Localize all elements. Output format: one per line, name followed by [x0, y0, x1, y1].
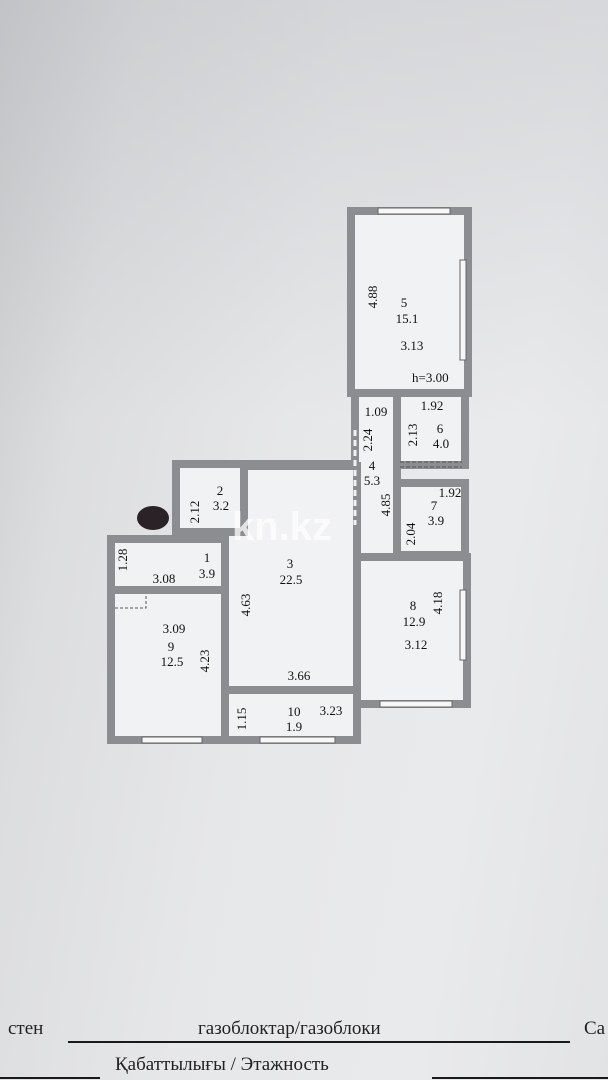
room-number: 6: [437, 421, 444, 436]
room-8: [353, 553, 471, 708]
floors-label: Қабаттылығы / Этажность: [115, 1054, 329, 1075]
dimension: 1.15: [234, 708, 249, 731]
window: [459, 589, 467, 661]
room-area: 12.9: [403, 614, 426, 629]
room-area: 3.9: [199, 566, 215, 581]
room-1: [107, 535, 229, 594]
room-number: 7: [431, 498, 438, 513]
dimension: 2.13: [405, 424, 420, 447]
walls-label: стен: [8, 1018, 44, 1039]
cut-off-text: Са: [584, 1018, 606, 1039]
dimension: 4.23: [197, 650, 212, 673]
room-number: 1: [204, 550, 211, 565]
room-area: 3.2: [213, 498, 229, 513]
window: [377, 207, 451, 215]
room-number: 9: [168, 639, 175, 654]
room-number: 5: [401, 295, 408, 310]
dimension: 1.09: [365, 404, 388, 419]
dimension: 4.63: [238, 594, 253, 617]
window: [459, 259, 467, 361]
watermark: kn.kz: [232, 505, 332, 549]
dimension: 1.92: [421, 398, 444, 413]
room-area: 4.0: [433, 436, 449, 451]
dimension: 3.66: [288, 668, 311, 683]
ink-stain: [137, 506, 169, 530]
room-area: 15.1: [396, 311, 419, 326]
dimension: 2.12: [187, 501, 202, 524]
floors-underline-right: [432, 1077, 608, 1079]
window: [141, 736, 203, 744]
room-number: 2: [217, 483, 224, 498]
walls-underline: [68, 1041, 570, 1043]
paper-shadow: [0, 0, 608, 420]
room-number: 4: [369, 458, 376, 473]
floors-underline-left: [0, 1077, 100, 1079]
dimension: 3.23: [320, 703, 343, 718]
dimension: 3.09: [163, 621, 186, 636]
room-number: 10: [288, 704, 301, 719]
walls-value: газоблоктар/газоблоки: [198, 1018, 381, 1039]
ceiling-height: h=3.00: [412, 370, 449, 385]
dimension: 3.13: [401, 338, 424, 353]
dimension: 3.08: [153, 571, 176, 586]
room-2: [172, 460, 248, 536]
window: [259, 736, 336, 744]
room-area: 5.3: [364, 473, 380, 488]
window: [379, 700, 453, 708]
dimension: 1.92: [439, 485, 462, 500]
room-area: 22.5: [280, 572, 303, 587]
room-9: [107, 586, 229, 744]
room-area: 3.9: [428, 513, 444, 528]
dimension: 1.28: [115, 549, 130, 572]
room-number: 3: [287, 556, 294, 571]
dimension: 4.18: [430, 592, 445, 615]
dimension: 3.12: [405, 637, 428, 652]
room-area: 12.5: [161, 654, 184, 669]
dimension: 2.24: [360, 428, 375, 451]
dimension: 4.88: [365, 286, 380, 309]
room-10: [221, 686, 361, 744]
room-5: [347, 207, 472, 397]
dashed-outline: [115, 594, 147, 609]
room-number: 8: [410, 598, 417, 613]
room-6: [393, 389, 469, 469]
dimension: 2.04: [403, 522, 418, 545]
room-area: 1.9: [286, 719, 302, 734]
dimension: 4.85: [378, 494, 393, 517]
